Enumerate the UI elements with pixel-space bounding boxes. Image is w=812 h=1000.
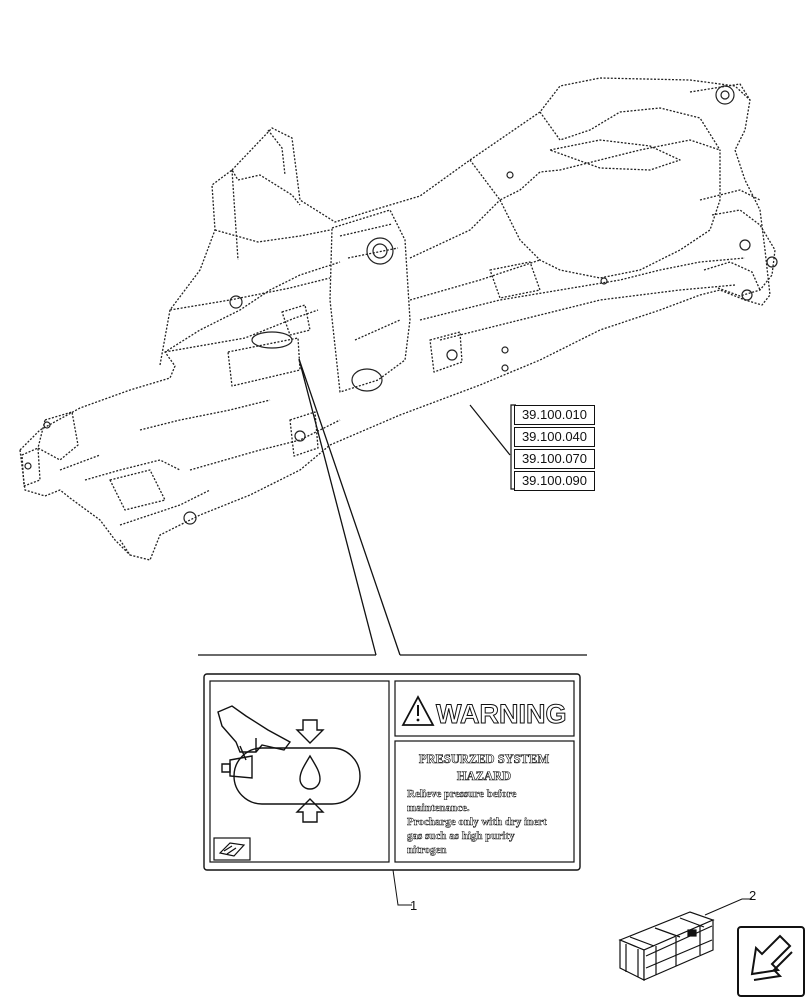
reference-box[interactable]: 39.100.040: [514, 427, 595, 447]
warning-triangle-icon: [401, 695, 435, 726]
hazard-body-line: nitrogen: [407, 844, 447, 856]
reference-box[interactable]: 39.100.010: [514, 405, 595, 425]
callout-1-label: 1: [410, 898, 417, 913]
crate-icon: [618, 911, 715, 981]
reference-box[interactable]: 39.100.070: [514, 449, 595, 469]
warning-decal: WARNING PRESURZED SYSTEM HAZARD Relieve …: [203, 673, 581, 871]
reference-box[interactable]: 39.100.090: [514, 471, 595, 491]
frame-bores: [24, 85, 778, 525]
callout-2-leader: [704, 898, 752, 916]
hazard-body-line: Procharge only with dry inert: [407, 816, 547, 828]
hazard-body-line: Relieve pressure before: [407, 788, 516, 800]
hazard-title-line1: PRESURZED SYSTEM: [419, 752, 549, 766]
reference-leader: [469, 404, 516, 490]
pressure-tank-icon: [217, 705, 361, 823]
hazard-body-line: gas such as high purity: [407, 830, 515, 842]
callout-2-label: 2: [749, 888, 756, 903]
navigation-arrow-icon[interactable]: [737, 926, 805, 997]
hazard-title-line2: HAZARD: [457, 769, 511, 783]
decal-leader: [198, 358, 587, 656]
loader-frame: [19, 77, 776, 561]
hazard-body-line: maintenance.: [407, 802, 470, 814]
callout-1-leader: [392, 869, 412, 906]
warning-title: WARNING: [436, 699, 567, 729]
manual-book-icon: [213, 837, 251, 861]
